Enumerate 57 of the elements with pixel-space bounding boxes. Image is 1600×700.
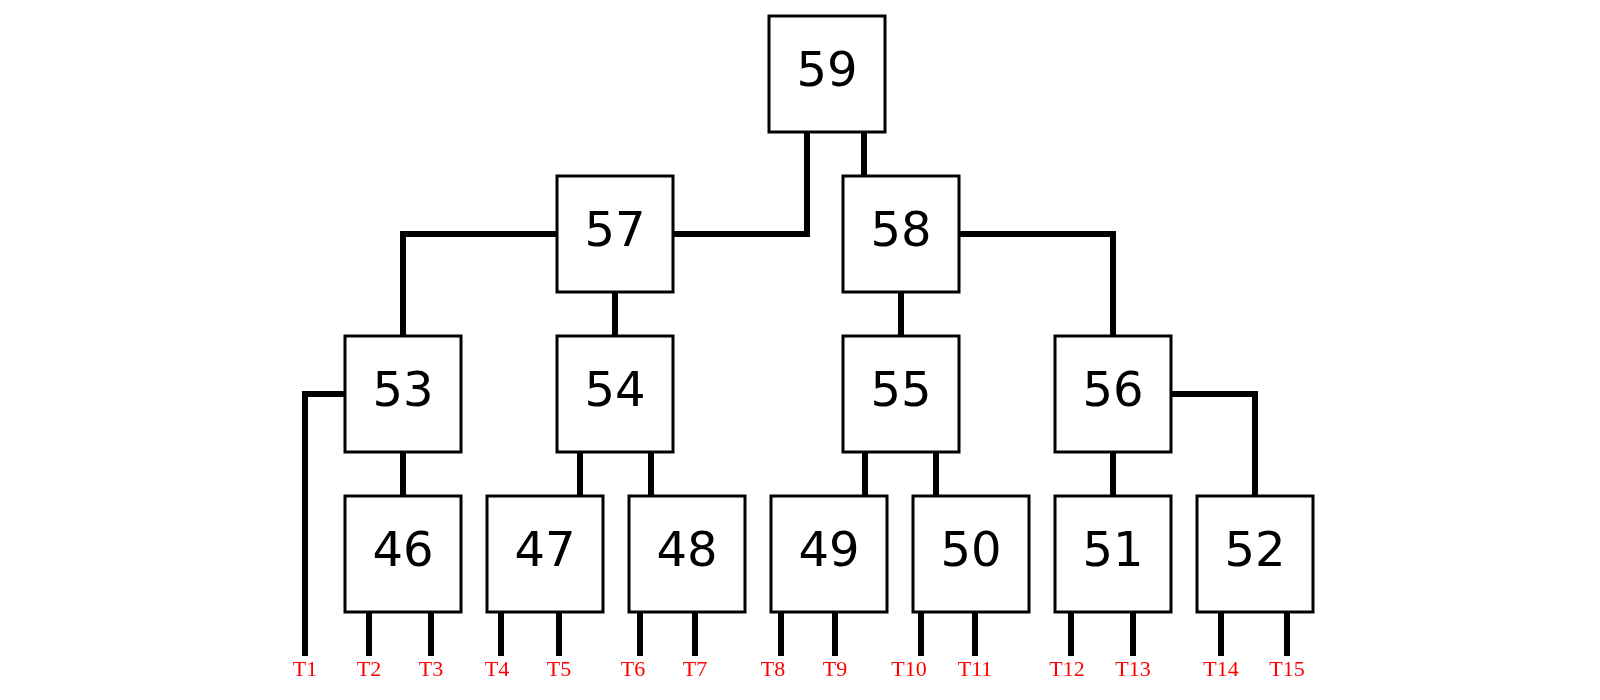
connector — [778, 612, 784, 656]
node-box: 49 — [769, 494, 889, 614]
node-text: T14 — [1203, 655, 1239, 681]
node-box: 46 — [343, 494, 463, 614]
node-text: T5 — [546, 655, 572, 681]
connector — [556, 612, 562, 656]
node-text: T10 — [891, 655, 927, 681]
node-text: T9 — [822, 655, 848, 681]
node-text: T1 — [292, 655, 318, 681]
connector — [612, 292, 618, 336]
node-box: 51 — [1053, 494, 1173, 614]
node-text: T13 — [1115, 655, 1151, 681]
node-box: 54 — [555, 334, 675, 454]
node-text: T4 — [484, 655, 510, 681]
connector — [898, 292, 904, 336]
connector — [637, 612, 643, 656]
connector — [366, 612, 372, 656]
connector — [1110, 452, 1116, 496]
connector — [861, 132, 867, 176]
connector — [428, 612, 434, 656]
node-box: 50 — [911, 494, 1031, 614]
node-box: 59 — [767, 14, 887, 134]
connector — [673, 132, 810, 237]
node-text: T2 — [356, 655, 382, 681]
connector — [1068, 612, 1074, 656]
node-text: T12 — [1049, 655, 1085, 681]
node-text: T7 — [682, 655, 708, 681]
node-box: 53 — [343, 334, 463, 454]
connector — [400, 231, 557, 336]
connector — [862, 452, 868, 496]
node-text: T8 — [760, 655, 786, 681]
node-text: T3 — [418, 655, 444, 681]
node-box: 55 — [841, 334, 961, 454]
node-box: 52 — [1195, 494, 1315, 614]
connector — [648, 452, 654, 496]
connector — [302, 391, 345, 656]
connector — [959, 231, 1116, 336]
node-text: T11 — [957, 655, 993, 681]
node-text: T6 — [620, 655, 646, 681]
connector — [1218, 612, 1224, 656]
connector — [1171, 391, 1258, 496]
node-box: 47 — [485, 494, 605, 614]
connector — [498, 612, 504, 656]
connector — [1284, 612, 1290, 656]
node-box: 58 — [841, 174, 961, 294]
connector — [832, 612, 838, 656]
node-box: 56 — [1053, 334, 1173, 454]
connector — [577, 452, 583, 496]
connector — [1130, 612, 1136, 656]
node-box: 48 — [627, 494, 747, 614]
connector — [972, 612, 978, 656]
node-box: 57 — [555, 174, 675, 294]
connector — [918, 612, 924, 656]
connector — [933, 452, 939, 496]
node-text: T15 — [1269, 655, 1305, 681]
connector — [400, 452, 406, 496]
connector — [692, 612, 698, 656]
